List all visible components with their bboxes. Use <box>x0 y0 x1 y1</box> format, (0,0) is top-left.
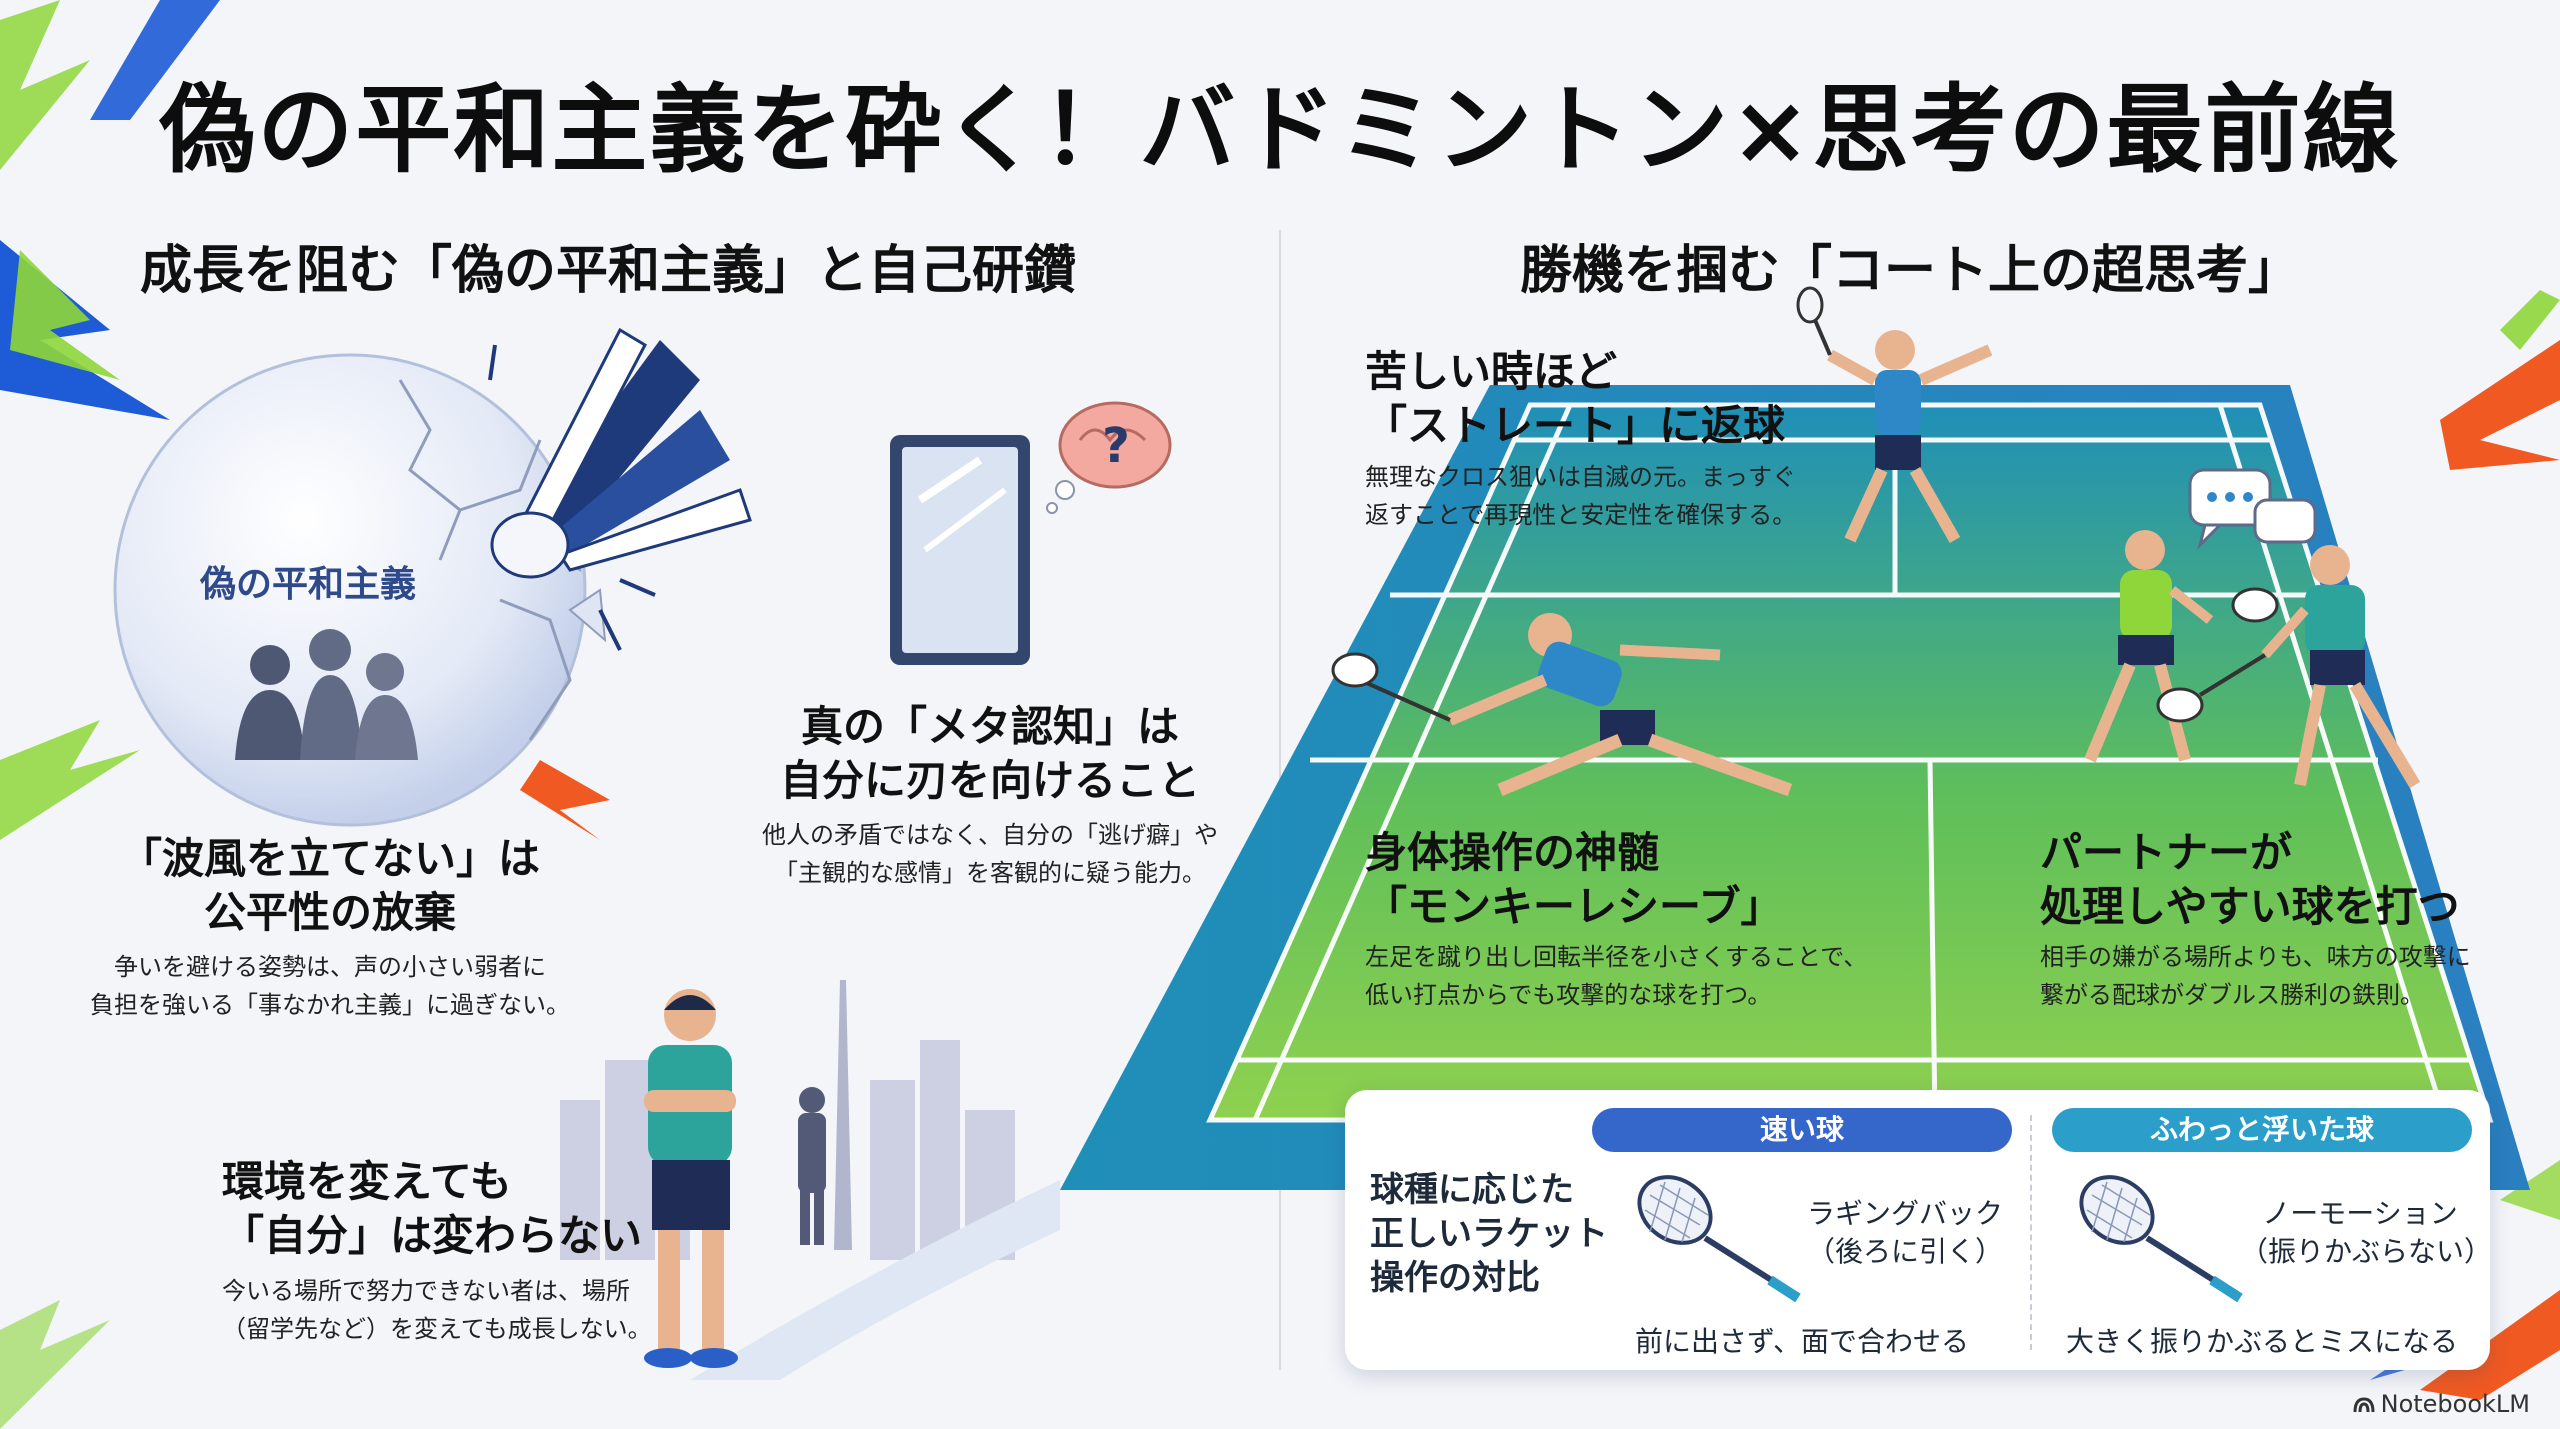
left-block-1-title-line-2: 公平性の放棄 <box>203 888 456 937</box>
page-title: 偽の平和主義を砕く！バドミントン×思考の最前線 <box>159 74 2401 186</box>
mirror-illustration <box>890 435 1030 665</box>
fast-shot-header: 速い球 <box>1592 1108 2012 1152</box>
fast-shot-caption: 前に出さず、面で合わせる <box>1634 1325 1970 1358</box>
right-section-heading: 勝機を掴む「コート上の超思考」 <box>1520 241 2301 301</box>
left-block-1: 「波風を立てない」は 公平性の放棄 <box>70 832 590 940</box>
right-block-2-title-line-1: 身体操作の神髄 <box>1365 828 1660 877</box>
right-block-2-body-line-2: 低い打点からでも攻撃的な球を打つ。 <box>1365 981 1772 1009</box>
right-block-1-body: 無理なクロス狙いは自滅の元。まっすぐ 返すことで再現性と安定性を確保する。 <box>1365 458 1796 534</box>
fast-shot-technique: ラギングバック （後ろに引く） <box>1790 1195 2020 1271</box>
speech-bubble-icon <box>2188 468 2317 550</box>
left-block-1-body-line-1: 争いを避ける姿勢は、声の小さい弱者に <box>114 953 546 981</box>
player-city-illustration <box>560 980 1060 1380</box>
comparison-label-line-2: 正しいラケット <box>1370 1214 1608 1254</box>
comparison-label-line-3: 操作の対比 <box>1370 1258 1540 1298</box>
left-block-2-body-line-1: 他人の矛盾ではなく、自分の「逃げ癖」や <box>762 821 1218 849</box>
right-block-3-title-line-1: パートナーが <box>2040 828 2293 877</box>
right-block-1: 苦しい時ほど 「ストレート」に返球 <box>1365 345 1785 453</box>
racket-icon <box>1637 1175 1801 1303</box>
left-block-3-body-line-2: （留学先など）を変えても成長しない。 <box>222 1315 652 1343</box>
left-block-3: 環境を変えても 「自分」は変わらない <box>222 1155 642 1263</box>
watermark-text: NotebookLM <box>2380 1390 2530 1418</box>
right-block-1-body-line-1: 無理なクロス狙いは自滅の元。まっすぐ <box>1365 463 1797 491</box>
right-block-3-title-line-2: 処理しやすい球を打つ <box>2040 882 2460 931</box>
comparison-label: 球種に応じた 正しいラケット 操作の対比 <box>1370 1168 1608 1300</box>
right-block-3-body-line-1: 相手の嫌がる場所よりも、味方の攻撃に <box>2040 943 2471 971</box>
false-pacifism-bubble-illustration <box>113 327 752 827</box>
racket-icon <box>2079 1175 2243 1303</box>
bubble-label: 偽の平和主義 <box>200 564 417 605</box>
right-block-2-title-line-2: 「モンキーレシーブ」 <box>1365 882 1783 931</box>
floating-shot-caption: 大きく振りかぶるとミスになる <box>2065 1325 2458 1358</box>
right-block-3: パートナーが 処理しやすい球を打つ <box>2040 826 2460 934</box>
badminton-court-illustration <box>1060 286 2530 1190</box>
notebooklm-logo-icon <box>2353 1397 2375 1413</box>
shuttlecock-icon <box>490 327 752 579</box>
floating-shot-technique-line-1: ノーモーション <box>2262 1197 2458 1230</box>
left-block-3-title-line-1: 環境を変えても <box>222 1157 512 1206</box>
comparison-separator <box>2030 1115 2032 1350</box>
floating-shot-technique: ノーモーション （振りかぶらない） <box>2240 1195 2493 1271</box>
left-block-2-title-line-1: 真の「メタ認知」は <box>800 702 1179 751</box>
right-block-1-title-line-2: 「ストレート」に返球 <box>1365 401 1786 450</box>
left-block-2-body: 他人の矛盾ではなく、自分の「逃げ癖」や 「主観的な感情」を客観的に疑う能力。 <box>720 816 1260 892</box>
right-block-3-body-line-2: 繋がる配球がダブルス勝利の鉄則。 <box>2040 981 2424 1009</box>
right-block-1-title-line-1: 苦しい時ほど <box>1365 347 1618 396</box>
right-block-2-body: 左足を蹴り出し回転半径を小さくすることで、 低い打点からでも攻撃的な球を打つ。 <box>1365 938 1867 1014</box>
left-block-3-title-line-2: 「自分」は変わらない <box>222 1211 643 1260</box>
left-block-2-body-line-2: 「主観的な感情」を客観的に疑う能力。 <box>774 859 1206 887</box>
left-block-2: 真の「メタ認知」は 自分に刃を向けること <box>730 700 1250 808</box>
left-block-3-body: 今いる場所で努力できない者は、場所 （留学先など）を変えても成長しない。 <box>222 1272 652 1348</box>
floating-shot-technique-line-2: （振りかぶらない） <box>2240 1235 2493 1268</box>
right-block-3-body: 相手の嫌がる場所よりも、味方の攻撃に 繋がる配球がダブルス勝利の鉄則。 <box>2040 938 2471 1014</box>
fast-shot-technique-line-2: （後ろに引く） <box>1806 1235 2003 1268</box>
brain-icon: ? <box>1046 401 1172 514</box>
left-block-1-body: 争いを避ける姿勢は、声の小さい弱者に 負担を強いる「事なかれ主義」に過ぎない。 <box>40 948 620 1024</box>
left-section-heading: 成長を阻む「偽の平和主義」と自己研鑽 <box>140 241 1077 301</box>
left-block-1-body-line-2: 負担を強いる「事なかれ主義」に過ぎない。 <box>90 991 570 1019</box>
svg-text:?: ? <box>1102 418 1130 474</box>
notebooklm-watermark: NotebookLM <box>2353 1390 2530 1418</box>
left-block-1-title-line-1: 「波風を立てない」は <box>119 834 540 883</box>
left-block-2-title-line-2: 自分に刃を向けること <box>779 756 1200 805</box>
right-block-2-body-line-1: 左足を蹴り出し回転半径を小さくすることで、 <box>1365 943 1868 971</box>
fast-shot-technique-line-1: ラギングバック <box>1806 1197 2003 1230</box>
right-block-2: 身体操作の神髄 「モンキーレシーブ」 <box>1365 826 1782 934</box>
left-block-3-body-line-1: 今いる場所で努力できない者は、場所 <box>222 1277 630 1305</box>
comparison-label-line-1: 球種に応じた <box>1370 1170 1574 1210</box>
right-block-1-body-line-2: 返すことで再現性と安定性を確保する。 <box>1365 501 1797 529</box>
floating-shot-header: ふわっと浮いた球 <box>2052 1108 2472 1152</box>
